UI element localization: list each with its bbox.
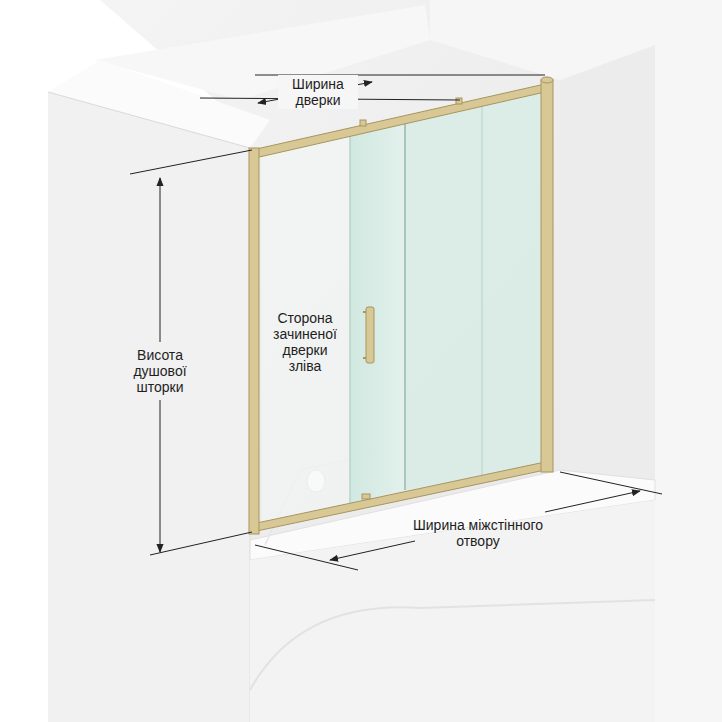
bathtub-front (250, 500, 655, 722)
open-glass (262, 128, 350, 525)
fixed-glass (405, 86, 545, 490)
dimension-label: Ширина міжстінного отвору (403, 516, 553, 550)
dimension-label: Висота душової шторки (127, 346, 193, 396)
dimension-lines (130, 75, 662, 570)
side-note: Сторона зачиненої дверки зліва (266, 309, 344, 375)
door-glass (350, 116, 405, 503)
left-wall-top (48, 60, 270, 148)
gold-frame (249, 77, 553, 534)
left-wall (48, 92, 250, 722)
door-handle (366, 307, 374, 363)
dimension-label: Ширина дверки (278, 75, 358, 109)
